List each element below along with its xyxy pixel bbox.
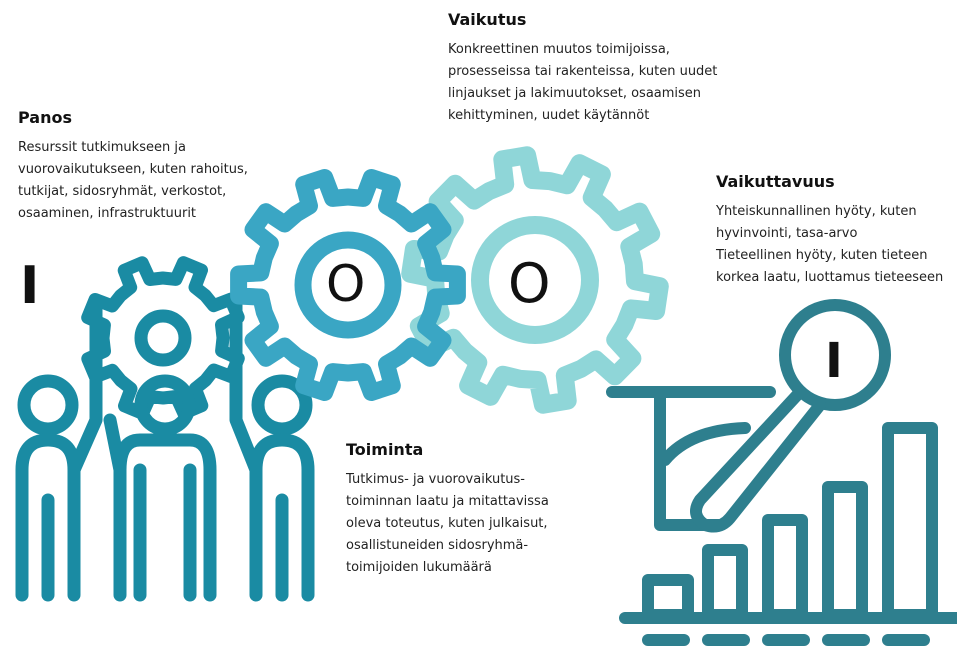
vaikutus-text: Konkreettinen muutos toimijoissa, proses… — [448, 42, 718, 123]
toiminta-text: Tutkimus- ja vuorovaikutus- toiminnan la… — [346, 472, 549, 575]
gear-icon — [230, 169, 466, 401]
vaikuttavuus-block: Vaikuttavuus Yhteiskunnallinen hyöty, ku… — [716, 172, 956, 289]
toiminta-block: Toiminta Tutkimus- ja vuorovaikutus- toi… — [346, 440, 606, 579]
vaikuttavuus-title: Vaikuttavuus — [716, 172, 835, 191]
vaikutus-title: Vaikutus — [448, 10, 527, 29]
vaikutus-block: Vaikutus Konkreettinen muutos toimijoiss… — [448, 10, 768, 127]
people-gear-icon — [15, 256, 315, 602]
letter-vaikutus: O — [508, 252, 551, 315]
letter-panos: I — [20, 256, 40, 316]
panos-title: Panos — [18, 108, 72, 127]
panos-text: Resurssit tutkimukseen ja vuorovaikutuks… — [18, 140, 248, 221]
magnifier-growth-chart-icon — [606, 299, 957, 646]
panos-block: Panos Resurssit tutkimukseen ja vuorovai… — [18, 108, 308, 225]
letter-toiminta: O — [326, 255, 366, 313]
vaikuttavuus-text: Yhteiskunnallinen hyöty, kuten hyvinvoin… — [716, 204, 944, 285]
letter-vaikuttavuus: I — [825, 333, 843, 389]
toiminta-title: Toiminta — [346, 440, 424, 459]
